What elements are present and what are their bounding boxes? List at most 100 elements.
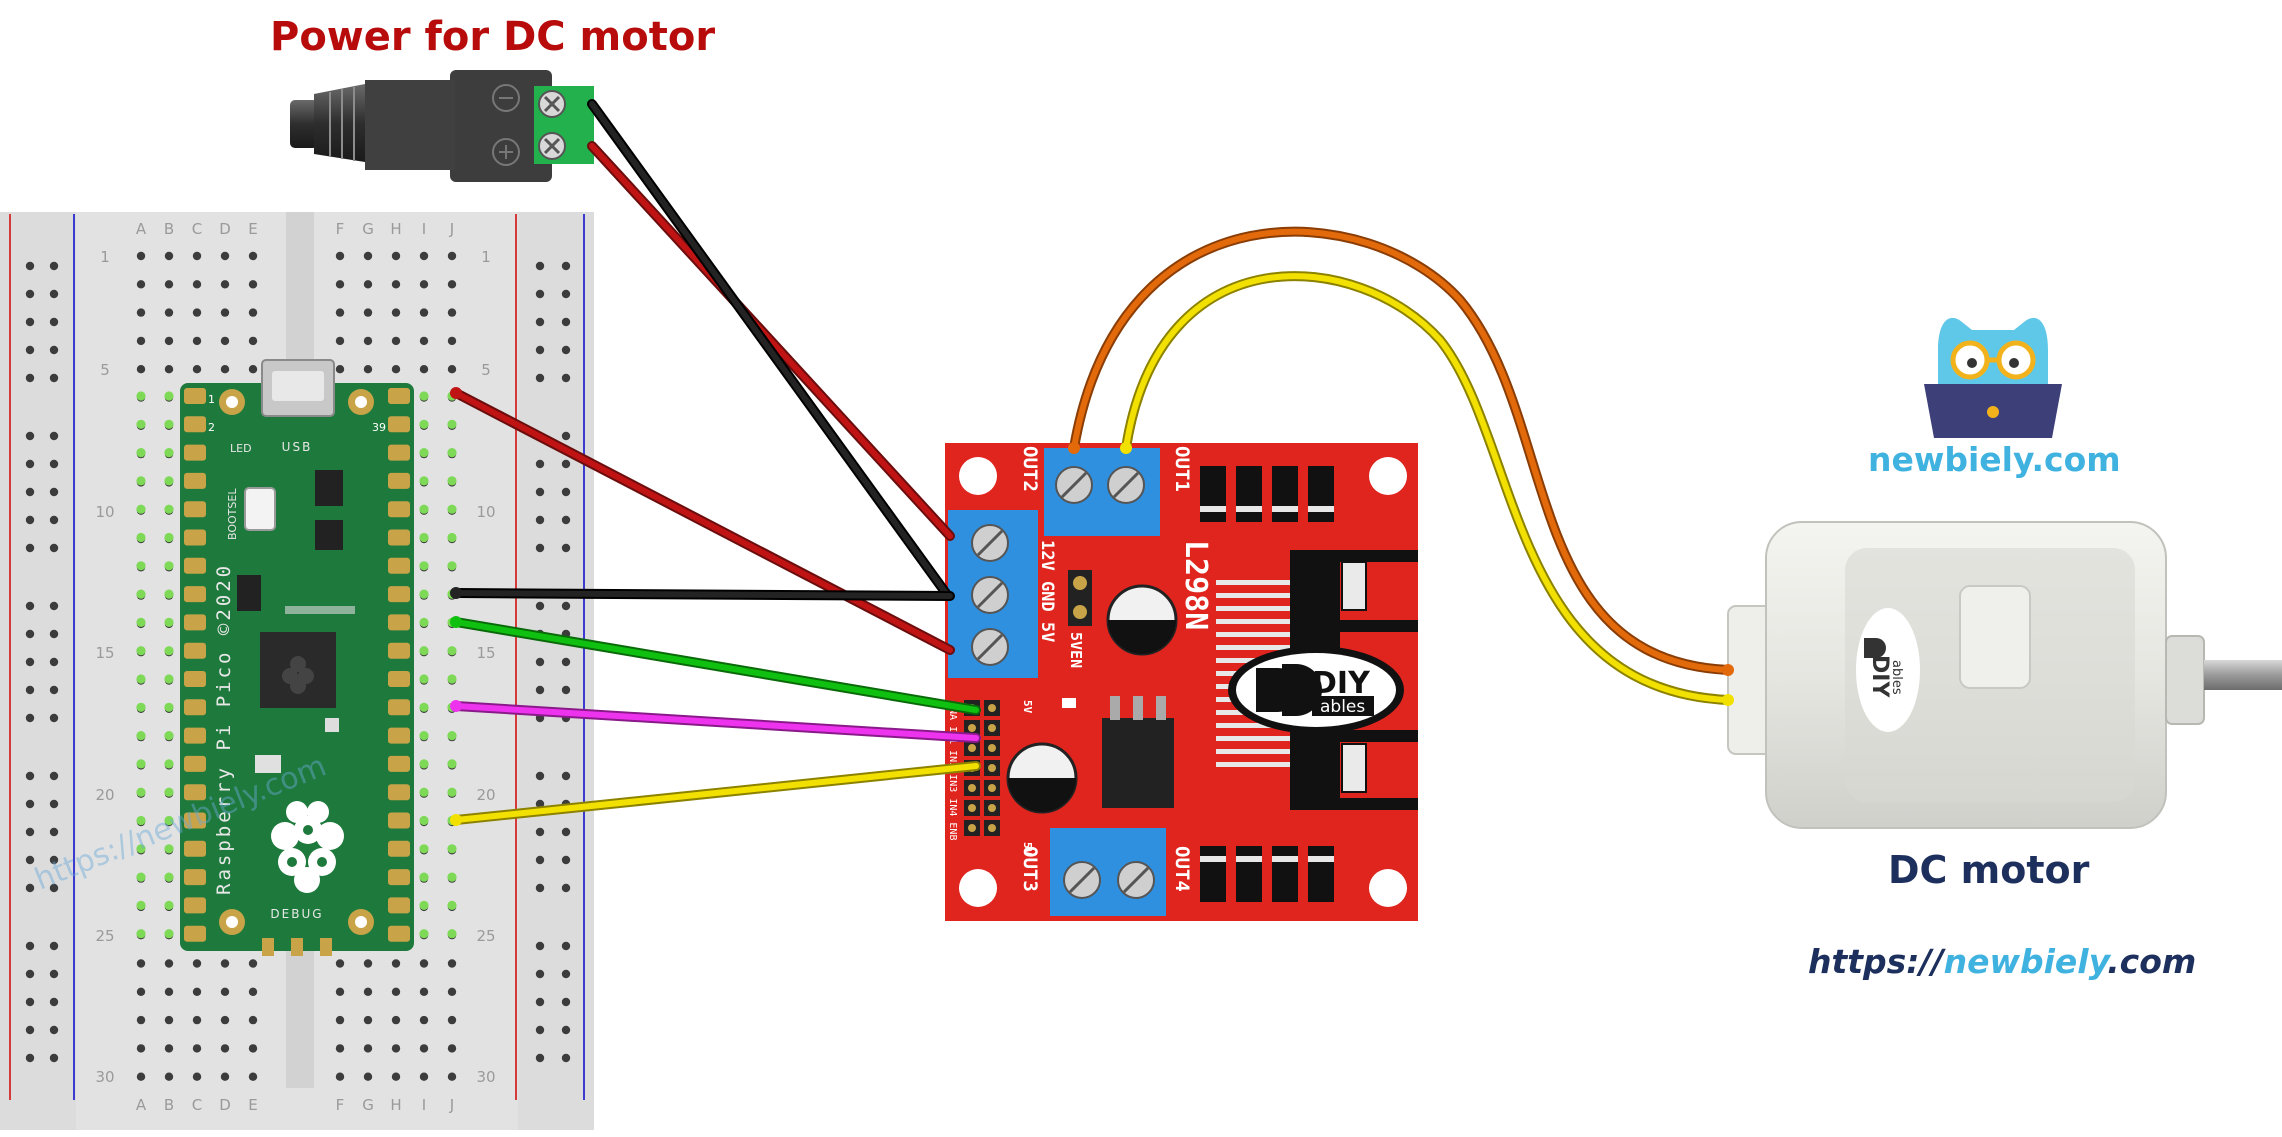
chip-leg — [1216, 749, 1290, 754]
site-url[interactable]: https://newbiely.com — [1808, 942, 2196, 981]
breadboard-hole — [220, 1044, 230, 1053]
rail-hole — [49, 771, 59, 781]
l298n-driver-board: DIY ables OUT2 OUT1 L298N 12V GND 5V 5VE… — [945, 443, 1418, 921]
col-label-i-bottom: I — [422, 1096, 426, 1114]
rail-hole — [561, 771, 571, 781]
col-label-i: I — [422, 220, 426, 238]
breadboard-hole — [447, 1044, 457, 1053]
out1-label: OUT1 — [1171, 446, 1193, 492]
rail-hole — [25, 685, 35, 695]
highlight-hole — [136, 900, 146, 911]
breadboard-hole — [419, 987, 429, 996]
row-label-5-right: 5 — [481, 361, 491, 379]
breadboard-hole — [419, 365, 429, 374]
col-label-e-bottom: E — [248, 1096, 257, 1114]
header-pin-contact — [968, 724, 976, 732]
out2-label: OUT2 — [1019, 446, 1041, 492]
rail-hole — [25, 855, 35, 865]
highlight-hole — [136, 646, 146, 656]
url-domain: newbiely — [1943, 942, 2108, 981]
rail-hole — [49, 883, 59, 893]
breadboard-hole — [248, 959, 258, 968]
breadboard-hole — [248, 1044, 258, 1053]
brand-name: newbiely.com — [1868, 440, 2121, 479]
breadboard-hole — [363, 336, 373, 346]
mount-hole — [959, 869, 997, 907]
chip-leg — [1216, 723, 1290, 728]
debug-label: DEBUG — [270, 907, 323, 921]
highlight-hole — [447, 504, 457, 514]
mount-hole — [1369, 457, 1407, 495]
rail-hole — [49, 827, 59, 837]
breadboard-hole — [419, 1072, 429, 1081]
highlight-hole — [136, 504, 146, 514]
breadboard-hole — [136, 1044, 146, 1053]
highlight-hole — [164, 589, 174, 599]
rail-hole — [49, 515, 59, 525]
jumper-5ven — [1068, 570, 1092, 626]
breadboard-hole — [248, 1072, 258, 1081]
breadboard-hole — [136, 1015, 146, 1025]
rail-hole — [25, 261, 35, 271]
breadboard-hole — [220, 308, 230, 317]
header-5v-b-label: 5V — [1021, 842, 1034, 856]
highlight-hole — [447, 646, 457, 656]
rail-hole — [25, 997, 35, 1007]
rail-hole — [561, 515, 571, 525]
breadboard-hole — [220, 1072, 230, 1081]
breadboard-hole — [136, 251, 146, 261]
rail-hole — [561, 883, 571, 893]
pin-pad — [184, 840, 206, 857]
pin-pad — [388, 727, 410, 744]
pin-pad — [184, 925, 206, 942]
rail-hole — [561, 431, 571, 441]
highlight-hole — [164, 844, 174, 854]
diyables-icon — [1256, 664, 1322, 716]
highlight-hole — [164, 815, 174, 826]
breadboard-hole — [192, 280, 202, 289]
highlight-hole — [419, 815, 429, 826]
pin-pad — [184, 869, 206, 886]
highlight-hole — [136, 589, 146, 599]
pin-pad — [388, 755, 410, 772]
breadboard-hole — [335, 365, 345, 374]
rail-hole — [535, 941, 545, 951]
rail-hole — [25, 941, 35, 951]
bootsel-label: BOOTSEL — [226, 488, 239, 540]
voltage-regulator — [1102, 718, 1174, 808]
logo-ables: ables — [1320, 697, 1365, 717]
breadboard-hole — [164, 336, 174, 346]
breadboard-hole — [363, 959, 373, 968]
highlight-hole — [136, 391, 146, 401]
breadboard-hole — [248, 365, 258, 374]
breadboard-hole — [335, 959, 345, 968]
rail-hole — [49, 1025, 59, 1035]
pin-pad — [388, 557, 410, 574]
rail-hole — [535, 1025, 545, 1035]
rail-hole — [25, 487, 35, 497]
chip-leg — [1216, 645, 1290, 650]
row-label-30-right: 30 — [476, 1068, 495, 1086]
rail-hole — [535, 969, 545, 979]
rail-hole — [49, 1053, 59, 1063]
col-label-d: D — [219, 220, 231, 238]
highlight-hole — [136, 674, 146, 684]
breadboard-hole — [248, 336, 258, 346]
pin-pad — [184, 529, 206, 546]
highlight-hole — [136, 476, 146, 486]
col-label-j-bottom: J — [449, 1096, 454, 1114]
highlight-hole — [164, 759, 174, 769]
pin-pad — [388, 416, 410, 433]
header-pin-contact — [988, 764, 996, 772]
header-pin-contact — [968, 824, 976, 832]
breadboard-hole — [136, 280, 146, 289]
logo-diy: DIY — [1312, 666, 1371, 701]
rail-hole — [49, 799, 59, 809]
highlight-hole — [447, 900, 457, 911]
highlight-hole — [447, 872, 457, 882]
breadboard-hole — [164, 280, 174, 289]
highlight-hole — [419, 419, 429, 429]
rail-hole — [561, 657, 571, 667]
highlight-hole — [419, 391, 429, 401]
rail-hole — [49, 629, 59, 639]
